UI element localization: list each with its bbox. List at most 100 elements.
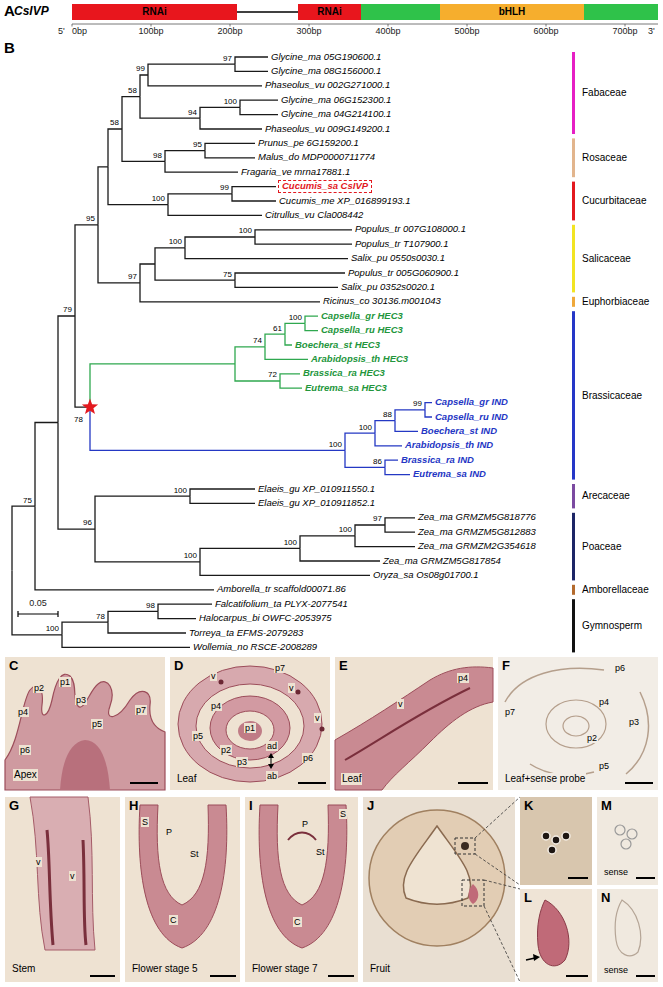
family-label: Arecaceae: [582, 490, 630, 502]
bootstrap-value: 97: [372, 514, 383, 523]
family-label: Rosaceae: [582, 152, 627, 164]
tree-branch: [425, 410, 432, 417]
tree-branch: [58, 423, 95, 530]
family-label: Fabaceae: [582, 87, 626, 99]
tree-branch: [345, 450, 385, 467]
taxon-label: Wollemia_no RSCE-2008289: [193, 642, 317, 653]
strand-end: 3': [648, 26, 655, 36]
panel-letter: H: [128, 799, 139, 814]
tissue-label: p4: [598, 697, 610, 707]
vascular-strand: [47, 830, 53, 945]
exon-segment: [361, 4, 440, 20]
taxon-label: Brassica_ra IND: [401, 455, 474, 466]
tree-branch: [385, 525, 415, 532]
micro-scale-bar: [636, 975, 655, 977]
tissue-label: ad: [266, 741, 278, 751]
tree-branch: [285, 323, 305, 334]
micrograph-panel: Cp2p1p3p4p5p6p7Apex: [5, 657, 165, 790]
panel-caption: Flower stage 7: [251, 963, 319, 975]
stem-tissue: [30, 797, 95, 950]
vascular-strand: [83, 840, 86, 945]
panel-caption: Leaf: [176, 773, 197, 785]
tree-branch: [185, 237, 255, 248]
axis-tick-label: 100bp: [138, 26, 163, 36]
tree-branch: [165, 161, 238, 172]
taxon-label: Capsella_gr IND: [435, 397, 508, 408]
tree-branch: [235, 280, 338, 287]
gene-name: CsIVP: [14, 5, 49, 19]
tree-branch: [235, 364, 280, 381]
family-bar: [572, 138, 575, 177]
bootstrap-value: 100: [183, 551, 198, 560]
arrow-head: [268, 764, 274, 769]
vascular-dot: [320, 727, 325, 732]
panel-letter: C: [8, 659, 19, 674]
tissue-label: v: [397, 699, 404, 709]
leaf-ring: [178, 666, 322, 782]
axis-tick-label: 700bp: [612, 26, 637, 36]
family-label: Poaceae: [582, 541, 621, 553]
scale-bar-line: [18, 613, 58, 614]
tree-branch: [108, 622, 186, 633]
bootstrap-value: 98: [152, 151, 163, 160]
panel-caption: Leaf: [341, 773, 362, 785]
tree-branch: [62, 622, 108, 635]
domain-label: bHLH: [499, 6, 526, 18]
family-bar: [572, 599, 575, 652]
tissue-label: S: [339, 809, 347, 819]
flower-tissue: [259, 805, 347, 948]
taxon-label: Eutrema_sa HEC3: [305, 383, 387, 394]
leaf-ring: [196, 684, 304, 768]
bootstrap-value: 100: [288, 313, 303, 322]
micrograph-panel: JFruit: [363, 797, 515, 982]
family-label: Amborellaceae: [582, 584, 649, 596]
taxon-label: Zea_ma GRMZM2G354618: [418, 541, 536, 552]
highlight-box: Cucumis_sa CsIVP: [278, 180, 372, 193]
panel-caption: Flower stage 5: [131, 963, 199, 975]
tissue-label: p5: [192, 731, 204, 741]
tree-branch: [148, 75, 262, 86]
leaf-ring: [238, 721, 262, 741]
family-bar: [572, 513, 575, 581]
tree-branch: [158, 611, 196, 618]
bootstrap-value: 100: [358, 423, 373, 432]
micrograph-ground: [363, 797, 515, 982]
ovule: [461, 842, 469, 850]
micrograph-panel: Dvp7vvp4p1p5p2p3adabp6Leaf: [170, 657, 330, 790]
tree-branch: [300, 548, 380, 561]
bootstrap-value: 100: [168, 237, 183, 246]
zoom-line: [484, 880, 520, 889]
axis-tick-label: 600bp: [533, 26, 558, 36]
tissue-stain: [335, 667, 493, 790]
taxon-label: Oryza_sa Os08g01700.1: [373, 570, 479, 581]
micro-scale-bar: [566, 975, 588, 977]
micro-scale-bar: [458, 782, 488, 784]
tree-branch: [148, 64, 235, 75]
micrograph-panel: ISPStCFlower stage 7: [245, 797, 358, 982]
tissue-label: p5: [598, 761, 610, 771]
axis-tick-label: 300bp: [296, 26, 321, 36]
zoom-line: [475, 797, 520, 838]
micro-scale-bar: [210, 975, 236, 977]
polarity-arrow: [271, 757, 272, 765]
tree-branch: [190, 489, 255, 496]
panel-letter: K: [523, 799, 534, 814]
tree-branch: [385, 467, 410, 474]
taxon-label: Capsella_ru HEC3: [321, 325, 403, 336]
bootstrap-value: 100: [283, 538, 298, 547]
tree-branch: [395, 421, 418, 432]
arrow-head: [268, 753, 274, 758]
tissue-label: p5: [91, 719, 103, 729]
family-bar: [572, 52, 575, 134]
family-bar: [572, 311, 575, 479]
micrograph-panel: K: [520, 797, 592, 885]
taxon-label: Halocarpus_bi OWFC-2053975: [199, 613, 332, 624]
tissue-outline: [505, 668, 604, 702]
stained-cell: [542, 832, 550, 840]
taxon-label: Malus_do MDP0000711774: [258, 152, 375, 163]
tree-branch: [345, 433, 375, 450]
tree-branch: [140, 75, 148, 97]
tree-branch: [300, 536, 355, 549]
axis-tick-label: 500bp: [454, 26, 479, 36]
